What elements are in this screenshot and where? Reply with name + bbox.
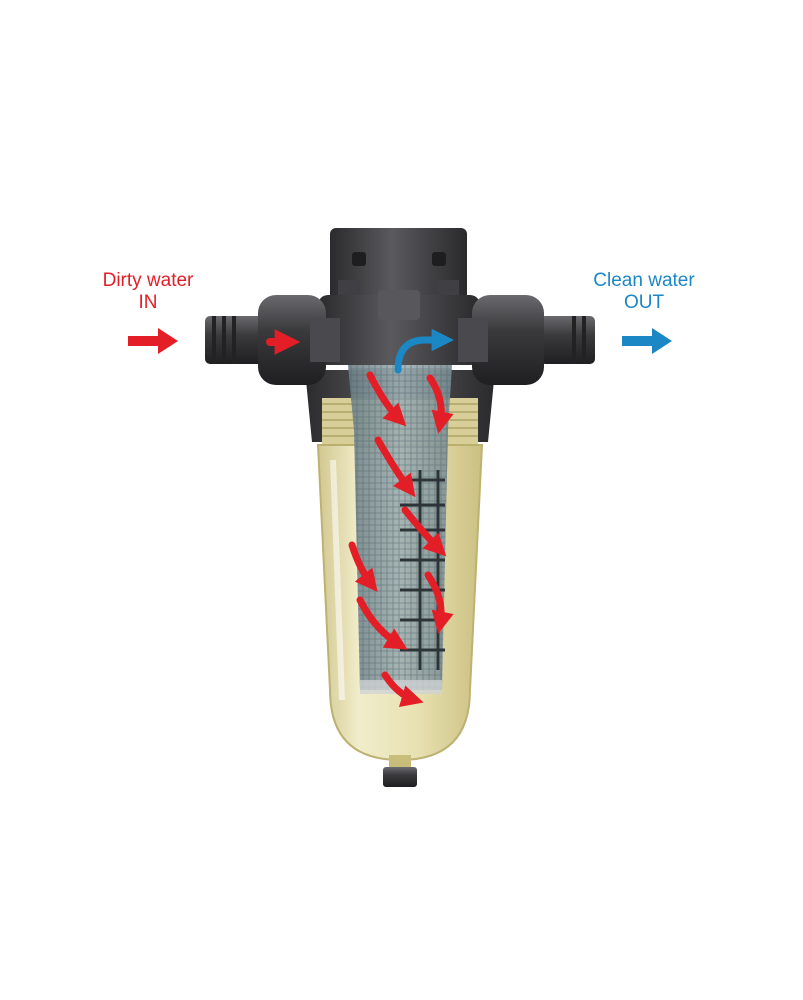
inlet-label-line1: Dirty water [102,270,194,291]
inlet-arrow-icon [128,328,178,354]
outlet-label-line2: OUT [623,292,665,313]
internal-flow-arrows [266,328,454,707]
outlet-arrow-icon [622,328,672,354]
filter-cartridge [348,365,452,694]
outlet-label-line1: Clean water [593,270,695,291]
inlet-label-line2: IN [138,292,158,313]
outlet-port [458,295,595,385]
inlet-label: Dirty water IN [63,270,233,314]
outlet-label: Clean water OUT [559,270,729,314]
drain-valve [383,755,417,787]
